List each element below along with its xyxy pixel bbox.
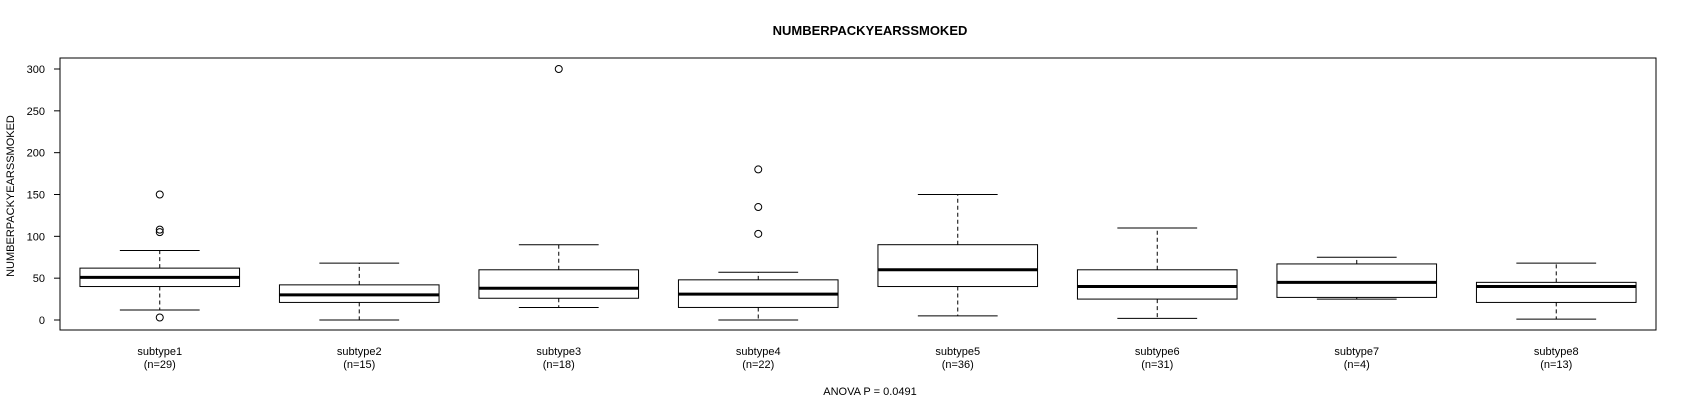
iqr-box [478, 269, 640, 299]
box-group-subtype2 [278, 262, 440, 321]
y-tick-label: 100 [27, 231, 45, 243]
anova-footnote: ANOVA P = 0.0491 [823, 386, 916, 398]
box-group-subtype4 [677, 165, 839, 321]
x-category-count: (n=18) [543, 359, 575, 371]
x-category-count: (n=22) [742, 359, 774, 371]
outlier-point [754, 229, 763, 238]
outlier-point [155, 190, 164, 199]
box-group-subtype1 [79, 190, 241, 322]
outlier-point [754, 165, 763, 174]
box-group-subtype3 [478, 65, 640, 308]
x-category-label: subtype5 [935, 346, 980, 358]
x-category-count: (n=36) [942, 359, 974, 371]
y-tick-label: 250 [27, 106, 45, 118]
y-axis-label: NUMBERPACKYEARSSMOKED [5, 115, 17, 277]
y-tick-label: 50 [33, 273, 45, 285]
outlier-point [155, 225, 164, 234]
box-group-subtype6 [1076, 227, 1238, 319]
box-groups [79, 65, 1637, 322]
x-category-label: subtype3 [536, 346, 581, 358]
x-category-count: (n=31) [1141, 359, 1173, 371]
outlier-point [554, 65, 563, 73]
box-group-subtype5 [877, 194, 1039, 317]
outlier-point [155, 313, 164, 322]
x-category-label: subtype7 [1334, 346, 1379, 358]
x-category-count: (n=13) [1540, 359, 1572, 371]
iqr-box [1076, 269, 1238, 300]
chart-title: NUMBERPACKYEARSSMOKED [773, 23, 968, 38]
x-category-count: (n=15) [343, 359, 375, 371]
x-axis-labels: subtype1(n=29)subtype2(n=15)subtype3(n=1… [137, 346, 1578, 371]
box-group-subtype7 [1276, 256, 1438, 300]
x-category-label: subtype1 [137, 346, 182, 358]
outlier-point [155, 228, 164, 237]
x-category-count: (n=29) [144, 359, 176, 371]
y-tick-label: 150 [27, 190, 45, 202]
x-category-count: (n=4) [1344, 359, 1370, 371]
x-category-label: subtype6 [1135, 346, 1180, 358]
y-tick-label: 200 [27, 148, 45, 160]
x-category-label: subtype8 [1534, 346, 1579, 358]
box-group-subtype8 [1475, 262, 1637, 320]
iqr-box [877, 244, 1039, 288]
x-category-label: subtype4 [736, 346, 781, 358]
outlier-point [754, 203, 763, 212]
y-tick-label: 300 [27, 64, 45, 76]
x-category-label: subtype2 [337, 346, 382, 358]
iqr-box [1276, 263, 1438, 298]
y-tick-label: 0 [39, 315, 45, 327]
y-axis: 0 50 100 150 200 250 300 [27, 64, 61, 327]
